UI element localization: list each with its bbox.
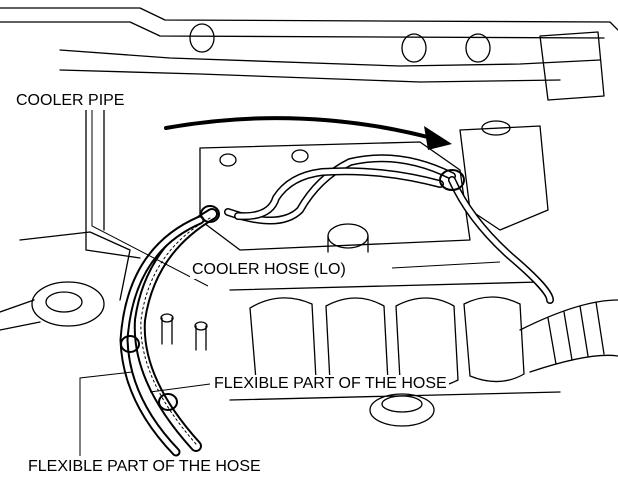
sensor-top	[194, 321, 208, 331]
bracket	[539, 31, 605, 101]
oil-filler-cap	[327, 223, 369, 249]
direction-arrow	[164, 116, 434, 140]
sensor	[161, 317, 173, 345]
label-cooler-hose-lo: COOLER HOSE (LO)	[190, 261, 348, 279]
cowl-edge	[59, 49, 601, 67]
reservoir	[459, 125, 549, 231]
reservoir-cap	[481, 120, 511, 136]
sensor	[195, 325, 207, 351]
hose-clamp	[120, 335, 140, 353]
hose-clamp	[158, 393, 178, 411]
body-panel	[0, 7, 618, 31]
label-flexible-part-upper: FLEXIBLE PART OF THE HOSE	[212, 375, 449, 393]
label-flexible-part-lower: FLEXIBLE PART OF THE HOSE	[26, 458, 263, 476]
leader-line-cooler-hose	[391, 261, 501, 269]
sensor-top	[160, 313, 174, 323]
arrow-head	[424, 126, 452, 150]
body-hole	[401, 33, 427, 63]
oil-filler-neck	[327, 235, 369, 253]
cover-bolt	[219, 153, 237, 167]
lower-cap	[369, 393, 435, 427]
intake-runner	[463, 296, 525, 383]
flexible-hose-inner	[135, 210, 216, 450]
cooler-hose-lo-inner	[449, 177, 553, 303]
flexible-hose-second-inner	[121, 217, 203, 455]
cowl-edge-lower	[59, 69, 561, 83]
leader-line-cooler-pipe	[91, 108, 209, 287]
lower-cap-top	[381, 395, 423, 413]
cooler-pipe-inner	[225, 155, 455, 223]
left-mount-inner	[45, 291, 83, 313]
cover-bolt	[291, 149, 309, 163]
body-panel-inner	[0, 21, 605, 39]
air-duct	[519, 299, 618, 373]
body-hole	[465, 33, 491, 63]
flexible-hose-hatching	[140, 217, 211, 445]
left-mount-arm	[0, 299, 41, 331]
pipe-fitting	[439, 169, 465, 191]
hose-clamp	[200, 205, 220, 223]
cooler-pipe-branch-inner	[235, 168, 443, 219]
left-mount	[31, 281, 105, 327]
label-cooler-pipe: COOLER PIPE	[14, 92, 127, 110]
leader-line-flex-upper	[149, 383, 211, 393]
left-frame	[19, 231, 131, 301]
body-hole	[189, 23, 215, 53]
intake-runner	[395, 297, 459, 388]
left-frame	[85, 109, 141, 259]
air-duct-rib	[547, 301, 605, 365]
leader-line-flex-lower	[79, 371, 133, 456]
engine-cover	[199, 141, 471, 251]
